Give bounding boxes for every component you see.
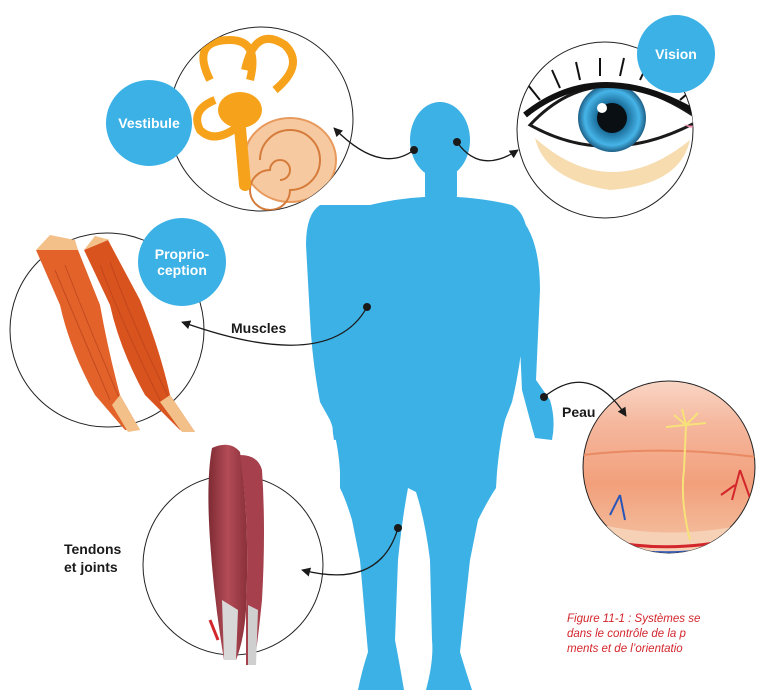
vestibule-bubble: Vestibule [106,80,192,166]
skin-illustration [583,381,764,560]
vision-bubble: Vision [637,15,715,93]
muscles-label: Muscles [231,320,286,338]
proprioception-label: Proprio- ception [155,246,209,278]
caption-lead: Figure 11-1 : [567,613,635,625]
caption-line-1: Systèmes se [635,613,701,625]
tendons-illustration [143,445,323,665]
caption-line-2: dans le contrôle de la p [567,627,764,642]
inner-ear-illustration [169,27,353,211]
vestibule-label: Vestibule [118,115,179,131]
human-body-silhouette [306,102,554,690]
peau-label: Peau [562,404,595,422]
figure-caption: Figure 11-1 : Systèmes se dans le contrô… [567,612,764,657]
tendons-label: Tendons et joints [64,541,121,576]
proprioception-bubble: Proprio- ception [138,218,226,306]
caption-line-3: ments et de l’orientatio [567,642,764,657]
vision-label: Vision [655,46,697,62]
